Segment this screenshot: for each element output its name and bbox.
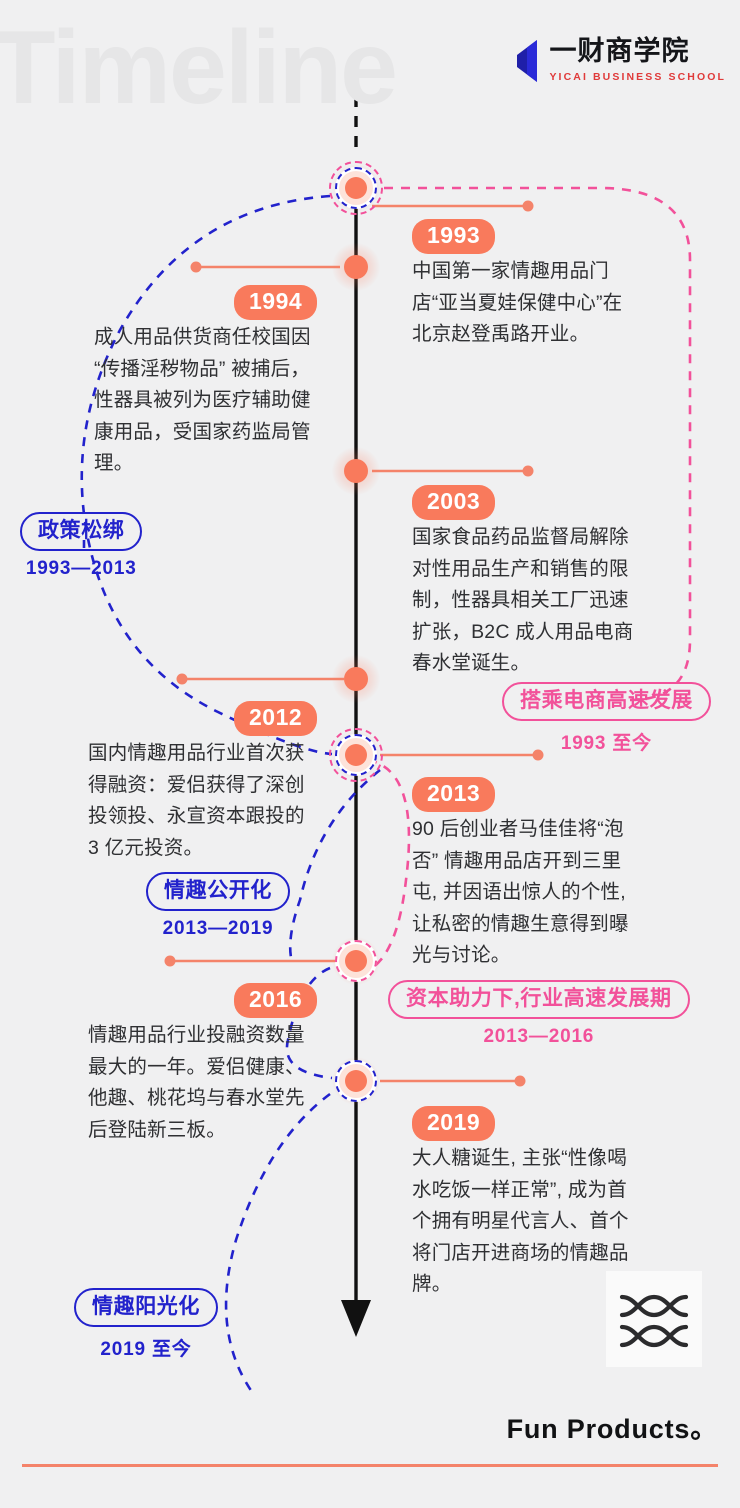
phase-range: 1993—2013	[25, 558, 137, 580]
year-pill-2013: 2013	[412, 777, 496, 813]
phase-range: 2013—2019	[162, 918, 274, 940]
phase-badge-open[interactable]: 情趣公开化 2013—2019	[146, 872, 290, 940]
phase-range: 1993 至今	[560, 733, 652, 755]
phase-label: 搭乘电商高速发展	[502, 682, 711, 722]
phase-badge-ecommerce[interactable]: 搭乘电商高速发展 1993 至今	[502, 682, 711, 755]
node-dot	[344, 667, 368, 691]
axis-arrowhead-icon	[341, 1300, 371, 1337]
node-ring-pink-dashed	[329, 728, 383, 782]
entry-text-2013: 90 后创业者马佳佳将“泡否” 情趣用品店开到三里屯, 并因语出惊人的个性, 让…	[412, 818, 629, 967]
node-dot	[345, 1070, 367, 1092]
phase-range: 2019 至今	[100, 1339, 192, 1361]
phase-label: 情趣公开化	[146, 872, 290, 912]
footer-wordmark: Fun Products。	[506, 1414, 718, 1444]
connector-2016	[164, 955, 338, 967]
brand-name-cn: 一财商学院	[549, 36, 690, 66]
phase-label: 情趣阳光化	[74, 1288, 218, 1328]
year-pill-2012: 2012	[234, 701, 318, 737]
brand-name-en: YICAI BUSINESS SCHOOL	[549, 71, 726, 83]
connector-2003	[372, 465, 534, 477]
connector-2019	[380, 1075, 526, 1087]
entry-text-2012: 国内情趣用品行业首次获得融资：爱侣获得了深创投领投、永宣资本跟投的 3 亿元投资…	[88, 742, 305, 859]
node-dot	[345, 950, 367, 972]
phase-label: 政策松绑	[20, 512, 143, 552]
phase-badge-capital[interactable]: 资本助力下,行业高速发展期 2013—2016	[388, 980, 690, 1048]
phase-label: 资本助力下,行业高速发展期	[388, 980, 690, 1020]
pink-phase-curve-lower	[367, 758, 411, 970]
entry-text-2003: 国家食品药品监督局解除对性用品生产和销售的限制，性器具相关工厂迅速扩张，B2C …	[412, 526, 634, 675]
entry-text-1994: 成人用品供货商任校国因 “传播淫秽物品” 被捕后，性器具被列为医疗辅助健康用品，…	[94, 326, 311, 475]
blue-arrow-mark-icon	[517, 40, 538, 82]
node-ring-pink-dashed	[329, 161, 383, 215]
entry-text-2019: 大人糖诞生, 主张“性像喝水吃饭一样正常”, 成为首个拥有明星代言人、首个将门店…	[412, 1147, 629, 1296]
node-dot	[344, 459, 368, 483]
woven-knot-icon	[619, 1294, 689, 1348]
year-pill-2019: 2019	[412, 1106, 496, 1142]
watermark-title: Timeline	[0, 10, 398, 126]
phase-range: 2013—2016	[483, 1026, 595, 1048]
entry-text-2016: 情趣用品行业投融资数量最大的一年。爱侣健康、他趣、桃花坞与春水堂先后登陆新三板。	[88, 1024, 305, 1141]
node-ring-blue-dashed	[335, 1060, 377, 1102]
entry-text-1993: 中国第一家情趣用品门店“亚当夏娃保健中心”在北京赵登禹路开业。	[412, 260, 623, 346]
node-dot	[345, 744, 367, 766]
year-pill-2003: 2003	[412, 485, 496, 521]
year-pill-1993: 1993	[412, 219, 496, 255]
year-pill-2016: 2016	[234, 983, 318, 1019]
year-pill-1994: 1994	[234, 285, 318, 321]
connector-2012	[176, 673, 344, 685]
connector-1994	[190, 261, 340, 273]
brand-logo: 一财商学院 YICAI BUSINESS SCHOOL	[515, 38, 726, 84]
connector-1993	[372, 200, 534, 212]
knot-logo-box	[606, 1271, 702, 1367]
phase-badge-policy[interactable]: 政策松绑 1993—2013	[20, 512, 143, 580]
node-dot	[345, 177, 367, 199]
node-dot	[344, 255, 368, 279]
phase-badge-sunshine[interactable]: 情趣阳光化 2019 至今	[74, 1288, 218, 1361]
node-ring-pink-dashed	[335, 940, 377, 982]
footer-divider	[22, 1464, 718, 1467]
